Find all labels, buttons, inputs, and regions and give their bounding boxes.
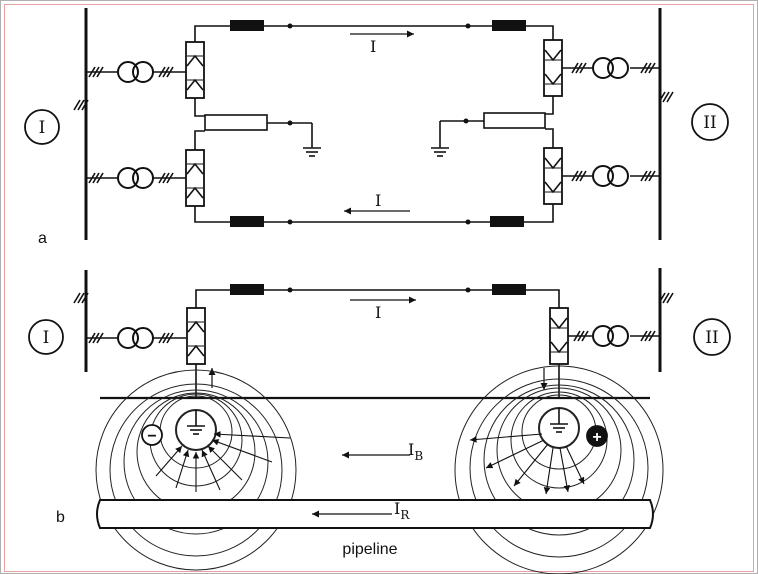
panel-label-b: b — [56, 509, 65, 526]
station-circle-right — [691, 103, 729, 141]
panel-b: I − — [28, 268, 731, 574]
earth-current-label: IB — [408, 440, 423, 463]
anode-sign-icon — [141, 424, 163, 446]
transformer-icon — [592, 57, 629, 79]
ground-icon — [302, 147, 322, 157]
smoothing-reactor-icon — [230, 216, 264, 227]
converter-valve-icon — [185, 41, 205, 99]
station-circle-left — [28, 319, 64, 355]
ground-icon — [186, 425, 206, 435]
smoothing-reactor-icon — [492, 20, 526, 31]
station-label-left-a: I — [39, 118, 46, 138]
station-label-right-b: II — [705, 328, 718, 348]
current-label-b: I — [375, 303, 381, 322]
converter-valve-icon — [185, 149, 205, 207]
converter-valve-icon — [543, 39, 563, 97]
panel-a: I I I II a — [24, 8, 729, 247]
ground-icon — [430, 147, 450, 157]
transformer-icon — [592, 165, 629, 187]
figure-inner-border — [4, 4, 754, 572]
converter-valve-icon — [549, 307, 569, 365]
smoothing-reactor-icon — [490, 216, 524, 227]
panel-label-a: a — [38, 230, 47, 247]
field-arrows-left — [155, 431, 291, 492]
pipe-current-label: IR — [394, 499, 410, 522]
station-circle-left — [24, 109, 60, 145]
station-label-right-a: II — [703, 113, 716, 133]
field-arrows-right — [469, 433, 585, 495]
converter-valve-icon — [543, 147, 563, 205]
converter-valve-icon — [186, 307, 206, 365]
cathode-sign-icon — [586, 425, 608, 447]
transformer-icon — [592, 325, 629, 347]
ground-icon — [549, 423, 569, 433]
cathode-sign: + — [592, 429, 601, 446]
transformer-icon — [117, 167, 154, 189]
smoothing-reactor-icon — [230, 20, 264, 31]
station-circle-right — [693, 318, 731, 356]
anode-sign: − — [147, 428, 156, 445]
transformer-icon — [117, 327, 154, 349]
pipeline-label: pipeline — [342, 541, 397, 558]
smoothing-reactor-icon — [492, 284, 526, 295]
current-label-top: I — [370, 37, 376, 56]
transformer-icon — [117, 61, 154, 83]
current-label-bottom: I — [375, 191, 381, 210]
smoothing-reactor-icon — [230, 284, 264, 295]
station-label-left-b: I — [43, 328, 50, 348]
